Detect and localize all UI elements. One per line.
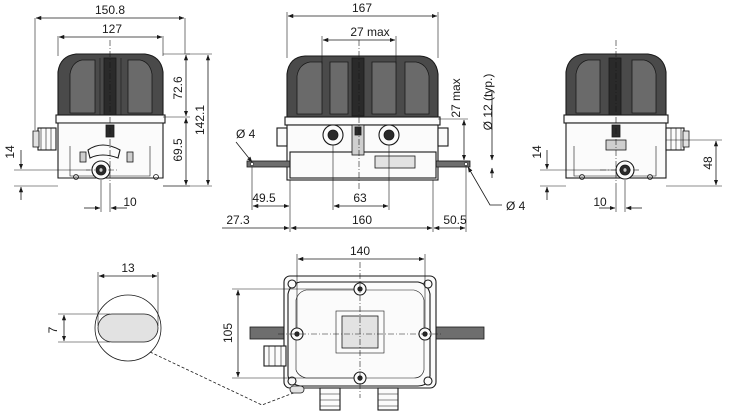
dim-front-lever-left: 49.5	[252, 191, 276, 205]
top-view-dimensions: 140 105	[221, 244, 426, 379]
dim-front-lever-total: 160	[352, 213, 372, 227]
right-side-view	[563, 40, 690, 186]
dim-left-overall-width: 150.8	[95, 3, 125, 17]
dim-left-shaft-offset: 10	[123, 195, 137, 209]
dim-left-housing-width: 127	[102, 22, 122, 36]
right-view-dimensions: 14 48 10	[530, 139, 722, 212]
dim-slot-width: 13	[121, 261, 135, 275]
dim-front-hood-spacing: 27 max	[350, 25, 389, 39]
dim-top-height: 105	[221, 323, 235, 343]
dim-top-width: 140	[350, 244, 370, 258]
left-view-dimensions: 150.8 127 72.6 142.1 69.5 14 10	[3, 3, 212, 212]
dim-front-offset-left: 27.3	[226, 213, 250, 227]
dim-front-hole-right: Ø 4	[506, 199, 526, 213]
dim-left-total-height: 142.1	[193, 105, 207, 135]
front-view-dimensions: 167 27 max 27 max Ø 12 (typ.) Ø 4 Ø 4 49…	[222, 1, 526, 232]
dim-front-overall-width: 167	[352, 1, 372, 15]
dim-front-hole-left: Ø 4	[236, 127, 256, 141]
dim-left-body-height: 69.5	[171, 138, 185, 162]
front-view	[246, 40, 471, 190]
top-view	[249, 262, 485, 411]
dim-front-lever-mid: 63	[353, 191, 367, 205]
dim-right-shaft-height: 14	[530, 145, 544, 159]
dim-right-total-height: 48	[701, 156, 715, 170]
dim-left-hood-height: 72.6	[171, 76, 185, 100]
dim-left-shaft-height: 14	[3, 145, 17, 159]
dim-right-shaft-offset: 10	[593, 195, 607, 209]
dim-slot-height: 7	[46, 326, 60, 333]
dim-front-offset-right: 50.5	[443, 213, 467, 227]
left-side-view	[32, 40, 166, 186]
slot-detail: 13 7	[46, 261, 297, 406]
dim-front-hood-height: 27 max	[449, 78, 463, 117]
dim-front-roller-dia: Ø 12 (typ.)	[481, 74, 495, 131]
